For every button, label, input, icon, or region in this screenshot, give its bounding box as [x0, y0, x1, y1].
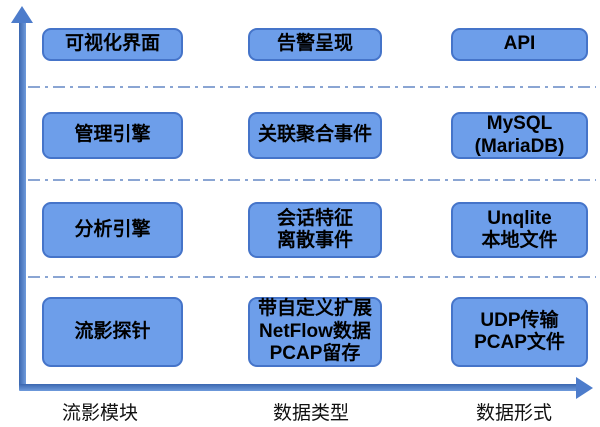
axis-label-data-format: 数据形式	[475, 403, 552, 424]
box-flow-probe: 流影探针	[42, 297, 183, 367]
box-unqlite-local-file: Unqlite 本地文件	[451, 202, 588, 258]
box-alert-presentation: 告警呈现	[248, 28, 382, 61]
box-visualization-ui: 可视化界面	[42, 28, 183, 61]
box-udp-pcap-file: UDP传输 PCAP文件	[451, 297, 588, 367]
layer-separator-2	[28, 179, 596, 181]
axis-label-data-type: 数据类型	[272, 403, 349, 424]
y-axis-line	[19, 20, 26, 390]
y-axis-arrow-icon	[11, 6, 33, 23]
layer-separator-3	[28, 276, 596, 278]
box-mysql-mariadb: MySQL (MariaDB)	[451, 112, 588, 159]
box-session-features-discrete-events: 会话特征 离散事件	[248, 202, 382, 258]
box-api: API	[451, 28, 588, 61]
box-management-engine: 管理引擎	[42, 112, 183, 159]
x-axis-arrow-icon	[576, 377, 593, 399]
axis-label-flow-module: 流影模块	[61, 403, 138, 424]
layer-separator-1	[28, 86, 596, 88]
x-axis-line	[19, 384, 577, 391]
box-analysis-engine: 分析引擎	[42, 202, 183, 258]
box-correlated-aggregated-events: 关联聚合事件	[248, 112, 382, 159]
box-netflow-pcap-data: 带自定义扩展 NetFlow数据 PCAP留存	[248, 297, 382, 367]
